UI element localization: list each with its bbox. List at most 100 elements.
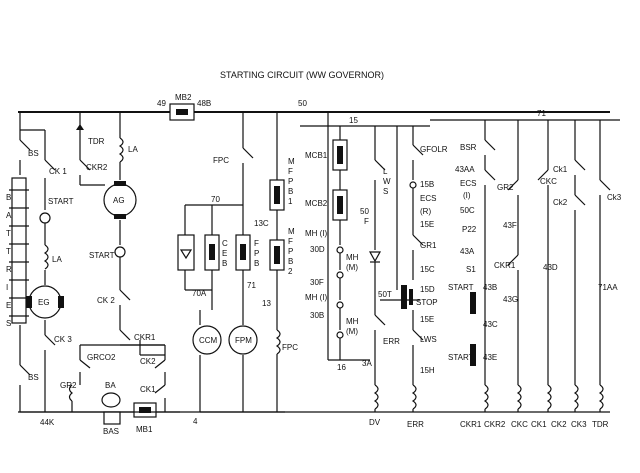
wire-43aa-label: 43AA <box>455 165 475 174</box>
la-top-label: LA <box>128 145 138 154</box>
battery-letter-5: R <box>6 265 12 274</box>
wire-43d-label: 43D <box>543 263 558 272</box>
bas-fuse <box>103 411 121 425</box>
fpc-top-label: FPC <box>213 156 229 165</box>
mfpb2-letter-3: P <box>288 247 293 256</box>
bsr-branch <box>470 120 496 412</box>
battery-letter-2: A <box>6 211 12 220</box>
ck2-left-label: CK 2 <box>97 296 115 305</box>
wire-71-label: 71 <box>537 109 546 118</box>
wire-43b-label: 43B <box>483 283 497 292</box>
lws-top-letter-1: L <box>383 167 388 176</box>
wire-15e-label: 15E <box>420 315 434 324</box>
gr2-branch <box>507 120 522 412</box>
fpc-bottom-label: FPC <box>282 343 298 352</box>
wire-43c-label: 43C <box>483 320 498 329</box>
wire-50-label: 50 <box>298 99 307 108</box>
wire-16-label: 16 <box>337 363 346 372</box>
wire-13-label: 13 <box>262 299 271 308</box>
bottom-label-ck2: CK2 <box>551 420 567 429</box>
mfpb1-letter-2: F <box>288 167 293 176</box>
eg-label: EG <box>38 298 50 307</box>
bs-top-label: BS <box>28 149 39 158</box>
battery-cells <box>9 189 29 317</box>
ck-right-branch <box>573 120 611 412</box>
bsr-label: BSR <box>460 143 477 152</box>
battery-letter-3: T <box>6 229 11 238</box>
ck1-mid-label: CK1 <box>140 385 156 394</box>
ck2-mid-label: CK2 <box>140 357 156 366</box>
bottom-label-ck3: CK3 <box>571 420 587 429</box>
mh1-label: MH (I) <box>305 229 328 238</box>
ckr1-right-label: CKR1 <box>494 261 516 270</box>
mfpb1-letter-5: 1 <box>288 197 293 206</box>
ckc-label: CKC <box>540 177 557 186</box>
mh-m1-label: MH <box>346 253 359 262</box>
wire-43e-label: 43E <box>483 353 497 362</box>
bottom-label-ck1: CK1 <box>531 420 547 429</box>
gr2-left-label: GR2 <box>60 381 77 390</box>
start-left-label: START <box>48 197 74 206</box>
lower-block <box>68 340 166 412</box>
wire-3a-label: 3A <box>362 359 372 368</box>
fpm-label: FPM <box>235 336 252 345</box>
stop-button <box>401 285 413 309</box>
wire-43a-label: 43A <box>460 247 475 256</box>
gr1-label: GR1 <box>420 241 437 250</box>
bs-bottom-label: BS <box>28 373 39 382</box>
mfpb2-letter-1: M <box>288 227 295 236</box>
dv-branch <box>368 126 420 412</box>
bottom-label-ckc: CKC <box>511 420 528 429</box>
bas-label: BAS <box>103 427 119 436</box>
ck1-left-label: CK 1 <box>49 167 67 176</box>
lws-top-letter-2: W <box>383 177 391 186</box>
ba-label: BA <box>105 381 116 390</box>
ba-alarm <box>101 392 121 408</box>
mb2-fuse <box>169 103 195 121</box>
bottom-label-tdr: TDR <box>592 420 609 429</box>
wire-48b-label: 48B <box>197 99 211 108</box>
wire-15b-label: 15B <box>420 180 434 189</box>
ecs-r-label: (R) <box>420 207 431 216</box>
stop-label: STOP <box>416 298 438 307</box>
mfpb1-letter-1: M <box>288 157 295 166</box>
lws-label: LWS <box>420 335 437 344</box>
eg-generator <box>26 285 64 319</box>
mh-m2b-label: (M) <box>346 327 358 336</box>
ckr1-left-label: CKR1 <box>134 333 156 342</box>
battery-letter-1: B <box>6 193 11 202</box>
wire-15e-top-label: 15E <box>420 220 434 229</box>
wire-71aa-label: 71AA <box>598 283 618 292</box>
mb2-label: MB2 <box>175 93 192 102</box>
ecs2-label: ECS <box>460 179 476 188</box>
mb1-label: MB1 <box>136 425 153 434</box>
ccm-motor <box>192 325 222 355</box>
wire-71b-label: 71 <box>247 281 256 290</box>
start-right-2-label: START <box>448 353 474 362</box>
fpb-indicator <box>235 234 251 271</box>
tdr-label: TDR <box>88 137 105 146</box>
ck3-label: CK 3 <box>54 335 72 344</box>
mh-m2-label: MH <box>346 317 359 326</box>
mh2-label: MH (I) <box>305 293 328 302</box>
ag-generator <box>103 181 137 219</box>
ck2-right-label: Ck2 <box>553 198 568 207</box>
battery-letter-4: T <box>6 247 11 256</box>
mfpb2-letter-4: B <box>288 257 293 266</box>
battery-letter-7: E <box>6 301 11 310</box>
ckr2-left-label: CKR2 <box>86 163 108 172</box>
mfpb2-letter-2: F <box>288 237 293 246</box>
err-bottom-label: ERR <box>407 420 424 429</box>
mcb2-label: MCB2 <box>305 199 328 208</box>
wire-44k-label: 44K <box>40 418 55 427</box>
la-left-label: LA <box>52 255 62 264</box>
wire-13c-label: 13C <box>254 219 269 228</box>
wire-43g-label: 43G <box>503 295 518 304</box>
p22-label: P22 <box>462 225 477 234</box>
ecs2-i-label: (I) <box>463 191 471 200</box>
wire-50t-label: 50T <box>378 290 392 299</box>
wire-30b-label: 30B <box>310 311 324 320</box>
dv-label: DV <box>369 418 381 427</box>
wire-15-label: 15 <box>349 116 358 125</box>
